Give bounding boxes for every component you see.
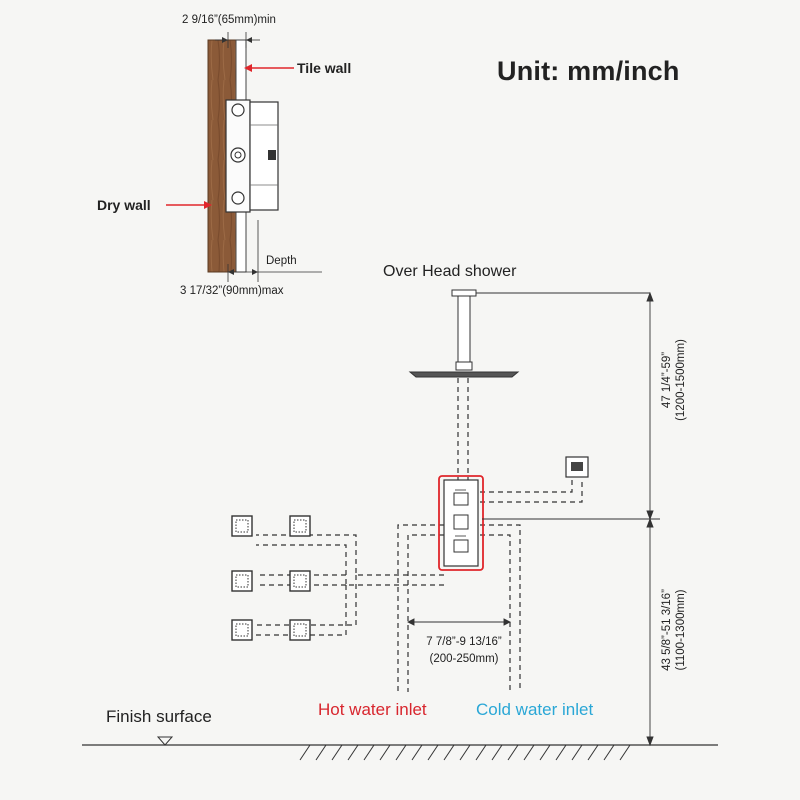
body-jet-icon (289, 515, 311, 537)
tile-wall-label: Tile wall (297, 60, 352, 76)
upper-height-dimension: 47 1/4”-59” (1200-1500mm) (660, 300, 688, 460)
finish-surface-label: Finish surface (106, 707, 212, 726)
thermostatic-valve (438, 475, 484, 571)
body-jet-icon (289, 619, 311, 641)
hot-water-inlet-label: Hot water inlet (318, 700, 427, 719)
upper-height-inch: 47 1/4”-59” (661, 351, 673, 409)
body-jet-icon (289, 570, 311, 592)
lower-height-mm: (1100-1300mm) (675, 589, 687, 671)
port-icon (231, 103, 245, 117)
port-icon (231, 191, 245, 205)
body-jet-icon (231, 619, 253, 641)
hand-shower-bracket (565, 456, 589, 478)
finish-floor (82, 736, 718, 761)
top-depth-dimension: 2 9/16”(65mm)min (182, 14, 276, 26)
inlet-spacing-dimension (406, 618, 512, 626)
rain-shower-head (408, 371, 520, 378)
pipes (256, 378, 583, 692)
level-marker-icon (156, 736, 174, 746)
cold-water-inlet-label: Cold water inlet (476, 700, 594, 719)
inlet-spacing-mm: (200-250mm) (429, 653, 499, 665)
body-jet-icon (231, 515, 253, 537)
inlet-spacing-inch: 7 7/8”-9 13/16” (426, 636, 502, 648)
wall-cross-section (166, 32, 322, 282)
body-jet-icon (231, 570, 253, 592)
dry-wall-label: Dry wall (97, 197, 151, 213)
overhead-shower-label: Over Head shower (383, 263, 517, 280)
unit-title: Unit: mm/inch (497, 56, 680, 86)
valve-highlight (438, 475, 484, 571)
body-jets (231, 515, 311, 641)
depth-label: Depth (266, 255, 297, 267)
bottom-depth-dimension: 3 17/32”(90mm)max (180, 285, 284, 297)
lower-height-inch: 43 5/8”-51 3/16” (661, 589, 673, 671)
overhead-shower (408, 289, 650, 378)
lower-height-dimension: 43 5/8”-51 3/16” (1100-1300mm) (660, 550, 688, 710)
height-dimensions (482, 291, 660, 747)
upper-height-mm: (1200-1500mm) (675, 339, 687, 421)
